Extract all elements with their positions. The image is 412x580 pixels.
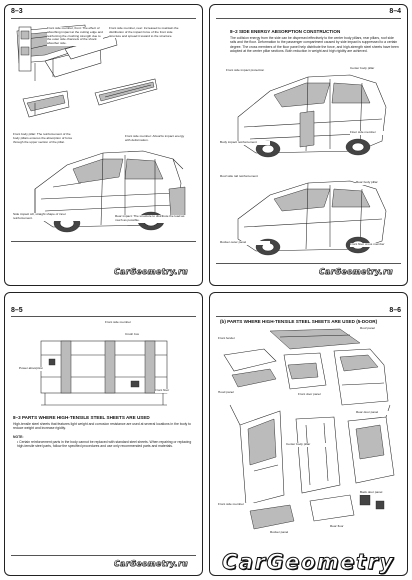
cargeometry-logo-large: CarGeometry xyxy=(222,550,395,575)
callout-front-floor: Front floor xyxy=(155,388,189,393)
page-number: 8–3 xyxy=(11,8,23,15)
section-title: 8–3 PARTS WHERE HIGH-TENSILE STEEL SHEET… xyxy=(13,415,150,420)
footer-rule xyxy=(11,241,196,242)
callout-front-side-impact: Front side impact protection xyxy=(226,68,270,73)
callout-front-fender: Front fender xyxy=(218,336,254,341)
callout-front-side-member: Front side member xyxy=(218,502,254,507)
side-impact-illustration-upper xyxy=(237,74,387,158)
callout-front-side-member: Front side member: Absorbs impact energy… xyxy=(125,134,185,143)
page-number: 8–5 xyxy=(11,307,23,314)
car-frame-illustration xyxy=(34,150,186,233)
callout-front-floor-cross-member: Front floor cross member xyxy=(350,242,400,247)
callout-front-side-member: Front side member xyxy=(105,320,165,325)
callout-hood-panel: Hood panel xyxy=(218,390,254,395)
side-impact-illustration-lower xyxy=(237,180,387,256)
callout-rocker-outer-panel: Rocker outer panel xyxy=(220,240,270,245)
page-number: 8–4 xyxy=(389,8,401,15)
page-number: 8–6 xyxy=(389,307,401,314)
section-paragraph: High-tensile steel sheets that features … xyxy=(13,422,191,431)
manual-page-8-6: 8–6 (b) PARTS WHERE HIGH-TENSILE STEEL S… xyxy=(209,292,408,576)
note-text: • Certain reinforcement parts in the bod… xyxy=(17,440,192,449)
manual-page-8-3: 8–3 Front side member, front: The effect… xyxy=(4,4,203,286)
manual-page-8-4: 8–4 8–2 SIDE ENERGY ABSORPTION CONSTRUCT… xyxy=(209,4,408,286)
exploded-body-panels-diagram xyxy=(223,328,395,530)
header-rule xyxy=(11,316,196,317)
callout-roof-side-rail: Roof side rail reinforcement xyxy=(220,174,266,179)
notes-label: NOTE: xyxy=(13,435,24,439)
manual-page-8-5: 8–5 Front side member Crush box Power ab… xyxy=(4,292,203,576)
callout-front-side-member-rear: Front side member, rear: Increased to ma… xyxy=(109,26,181,39)
section-title: 8–2 SIDE ENERGY ABSORPTION CONSTRUCTION xyxy=(230,29,341,34)
callout-floor-side-member: Floor side member xyxy=(350,130,400,135)
callout-rear-body-pillar: Rear body pillar xyxy=(356,180,400,185)
cargeometry-watermark: CarGeometry.ru xyxy=(114,267,188,277)
header-rule xyxy=(216,316,401,317)
section-title: (b) PARTS WHERE HIGH-TENSILE STEEL SHEET… xyxy=(220,319,378,324)
section-paragraph: The collision energy from the side can b… xyxy=(230,36,399,53)
header-rule xyxy=(216,18,401,19)
cargeometry-watermark: CarGeometry.ru xyxy=(114,559,188,569)
callout-roof-panel: Roof panel xyxy=(360,326,400,331)
callout-side-impact-sill: Side impact sill, straight shape of inne… xyxy=(13,212,83,221)
callout-rear-impact: Rear impact: The structure to distribute… xyxy=(115,214,187,223)
callout-rear-floor: Rear floor xyxy=(330,524,366,529)
footer-rule xyxy=(11,555,196,556)
callout-center-body-pillar: Center body pillar xyxy=(350,66,400,71)
callout-front-door-panel: Front door panel xyxy=(298,392,338,397)
callout-body-impact-reinforcement: Body impact reinforcement xyxy=(220,140,270,145)
callout-back-door-panel: Back door panel xyxy=(360,490,400,495)
callout-power-absorption: Power absorption xyxy=(19,366,53,371)
footer-rule xyxy=(216,263,401,264)
header-rule xyxy=(11,18,196,19)
callout-center-body-pillar: Center body pillar xyxy=(286,442,328,447)
callout-front-body-pillar: Front body pillar: The reinforcement of … xyxy=(13,132,77,145)
callout-rear-door-panel: Rear door panel xyxy=(356,410,396,415)
cargeometry-watermark: CarGeometry.ru xyxy=(319,267,393,277)
callout-front-side-member-front: Front side member, front: The effect of … xyxy=(47,26,103,46)
callout-rocker-panel: Rocker panel xyxy=(270,530,306,535)
callout-crush-box: Crush box xyxy=(125,332,175,337)
front-structure-diagram xyxy=(40,340,168,406)
